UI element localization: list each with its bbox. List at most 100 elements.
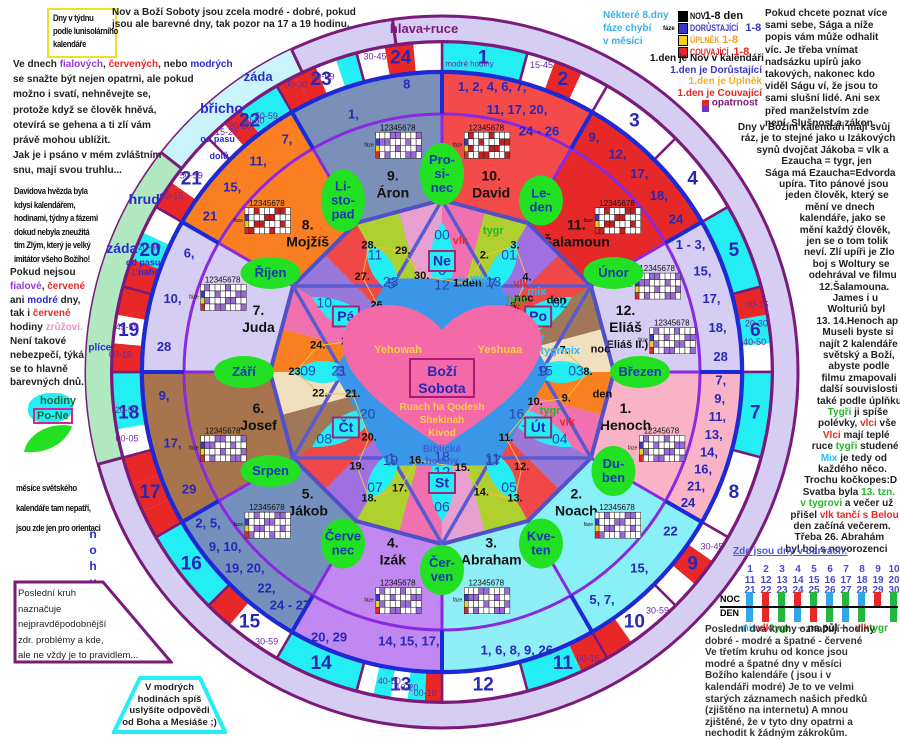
body-ring-segment-back [161, 49, 303, 169]
phase-grid-cell [230, 448, 237, 456]
phase-grid-cell [639, 441, 644, 449]
phase-grid-cell [219, 297, 226, 305]
phase-grid-cell [395, 145, 401, 153]
hour-number: 9 [687, 553, 698, 574]
phase-grid-cell [214, 441, 221, 449]
phase-grid-cell [658, 454, 665, 462]
sector-days: 1, 6, 8, 9, 26 [481, 643, 553, 658]
text-line: světský a Boží, [822, 350, 895, 361]
text-segment: , nebo [158, 59, 191, 70]
caution-purple-swatch [702, 106, 709, 112]
phase-grid-cell [274, 220, 281, 228]
sector-days: 28 [713, 349, 727, 364]
phase-grid-cell [244, 531, 250, 539]
phase-grid-header: 12345678 [654, 319, 690, 328]
phase-grid-cell [654, 285, 661, 293]
hour-part [113, 314, 146, 346]
text-line: kalendáře tam nepatří, [16, 503, 91, 513]
bubble-hour-outer: 09 [300, 363, 316, 379]
phase-grid-cell [379, 606, 386, 614]
text-segment: tygři [835, 441, 858, 453]
phase-grid-cell [664, 285, 671, 293]
green-leaf-icon [583, 257, 644, 289]
month-day-number: 3. [510, 239, 519, 251]
bar-night [874, 592, 881, 607]
text-line: Tygři ji spíše [816, 407, 900, 418]
bar-day [810, 607, 817, 622]
text-line: tím Zlým, který je velký [14, 240, 91, 250]
sector-name: Noach [555, 502, 598, 518]
phase-grid-cell [375, 606, 380, 614]
phase-grid-cell [675, 285, 681, 293]
month-label: ven [431, 569, 453, 584]
hour-number: 24 [390, 48, 412, 69]
sector-days: 24 - 26 [519, 123, 559, 138]
phase-grid-cell [619, 207, 626, 215]
hour-note: 00-15 [160, 191, 183, 201]
hour-segment-5: 5 [700, 205, 763, 296]
text-line: kalendáře, jako se [799, 213, 886, 225]
phase-grid-cell [594, 227, 600, 235]
month-day-number: 15. [455, 462, 470, 474]
phase-grid-cell [639, 454, 644, 462]
phase-grid-cell [609, 227, 615, 235]
phase-grid-cell [375, 593, 380, 601]
phase-grid-cell [264, 220, 270, 228]
phase-grid-cell [674, 340, 680, 348]
phase-grid-cell [689, 346, 696, 354]
month-day-number: 22. [312, 387, 327, 399]
month-label: Pro- [429, 152, 455, 167]
day-number: 29 [872, 585, 884, 596]
phase-range: 1-8 [719, 34, 738, 46]
phase-grid-cell [264, 518, 270, 526]
phase-grid-cell [594, 531, 600, 539]
day-number: 20 [888, 574, 900, 586]
text-line: tak i červené [10, 307, 85, 321]
phase-grid-cell [659, 279, 666, 287]
phase-grid-cell [204, 435, 211, 443]
hour-note: 30-59 [646, 606, 669, 616]
text-segment: ani [10, 294, 28, 306]
weekday-label: Čt [338, 418, 353, 435]
phase-name: DORŮSTAJÍCÍ [690, 23, 739, 33]
phase-grid-cell [395, 132, 401, 140]
weekday-tag: vlk [513, 278, 529, 290]
text-line: není. Slušnost a zákon. [765, 117, 876, 129]
phase-grid-cell [679, 340, 686, 348]
phase-grid-cell [624, 511, 631, 519]
sabbath-title-2: Sobota [418, 380, 466, 396]
bar-night [810, 592, 817, 607]
phase-grid-cell [405, 145, 412, 153]
phase-grid-cell [285, 220, 291, 228]
phase-grid-cell [619, 531, 626, 539]
text-line: v tygrovi a večer už [794, 498, 900, 509]
phase-grid-cell [395, 151, 401, 159]
text-line: takových, nakonec kdo [765, 69, 876, 81]
phase-grid-cell [504, 593, 511, 601]
phase-grid-cell [494, 593, 500, 601]
hour-note: dobré modré hodiny [423, 60, 494, 69]
weekday-tag: vlk [560, 416, 576, 428]
bubble-hour-outer: 05 [501, 479, 517, 495]
phase-grid-header: 12345678 [599, 503, 635, 512]
sector-days: 6, [184, 246, 195, 261]
sector-number: 11. [567, 217, 586, 233]
phase-grid-header: 12345678 [468, 123, 504, 132]
weekday-hour-outer: 06 [434, 499, 450, 515]
phase-grid-cell [598, 518, 605, 526]
month-label: nec [431, 180, 453, 195]
weekday-hour-inner: 20 [360, 406, 376, 422]
text-segment: Mix [820, 452, 838, 464]
day-number: 24 [792, 585, 804, 596]
sector-number: 1. [620, 400, 632, 416]
phase-grid-cell [644, 279, 650, 287]
hour-part [329, 654, 365, 691]
sector-days: 21 [203, 208, 217, 223]
phase-grid-cell [630, 214, 636, 222]
